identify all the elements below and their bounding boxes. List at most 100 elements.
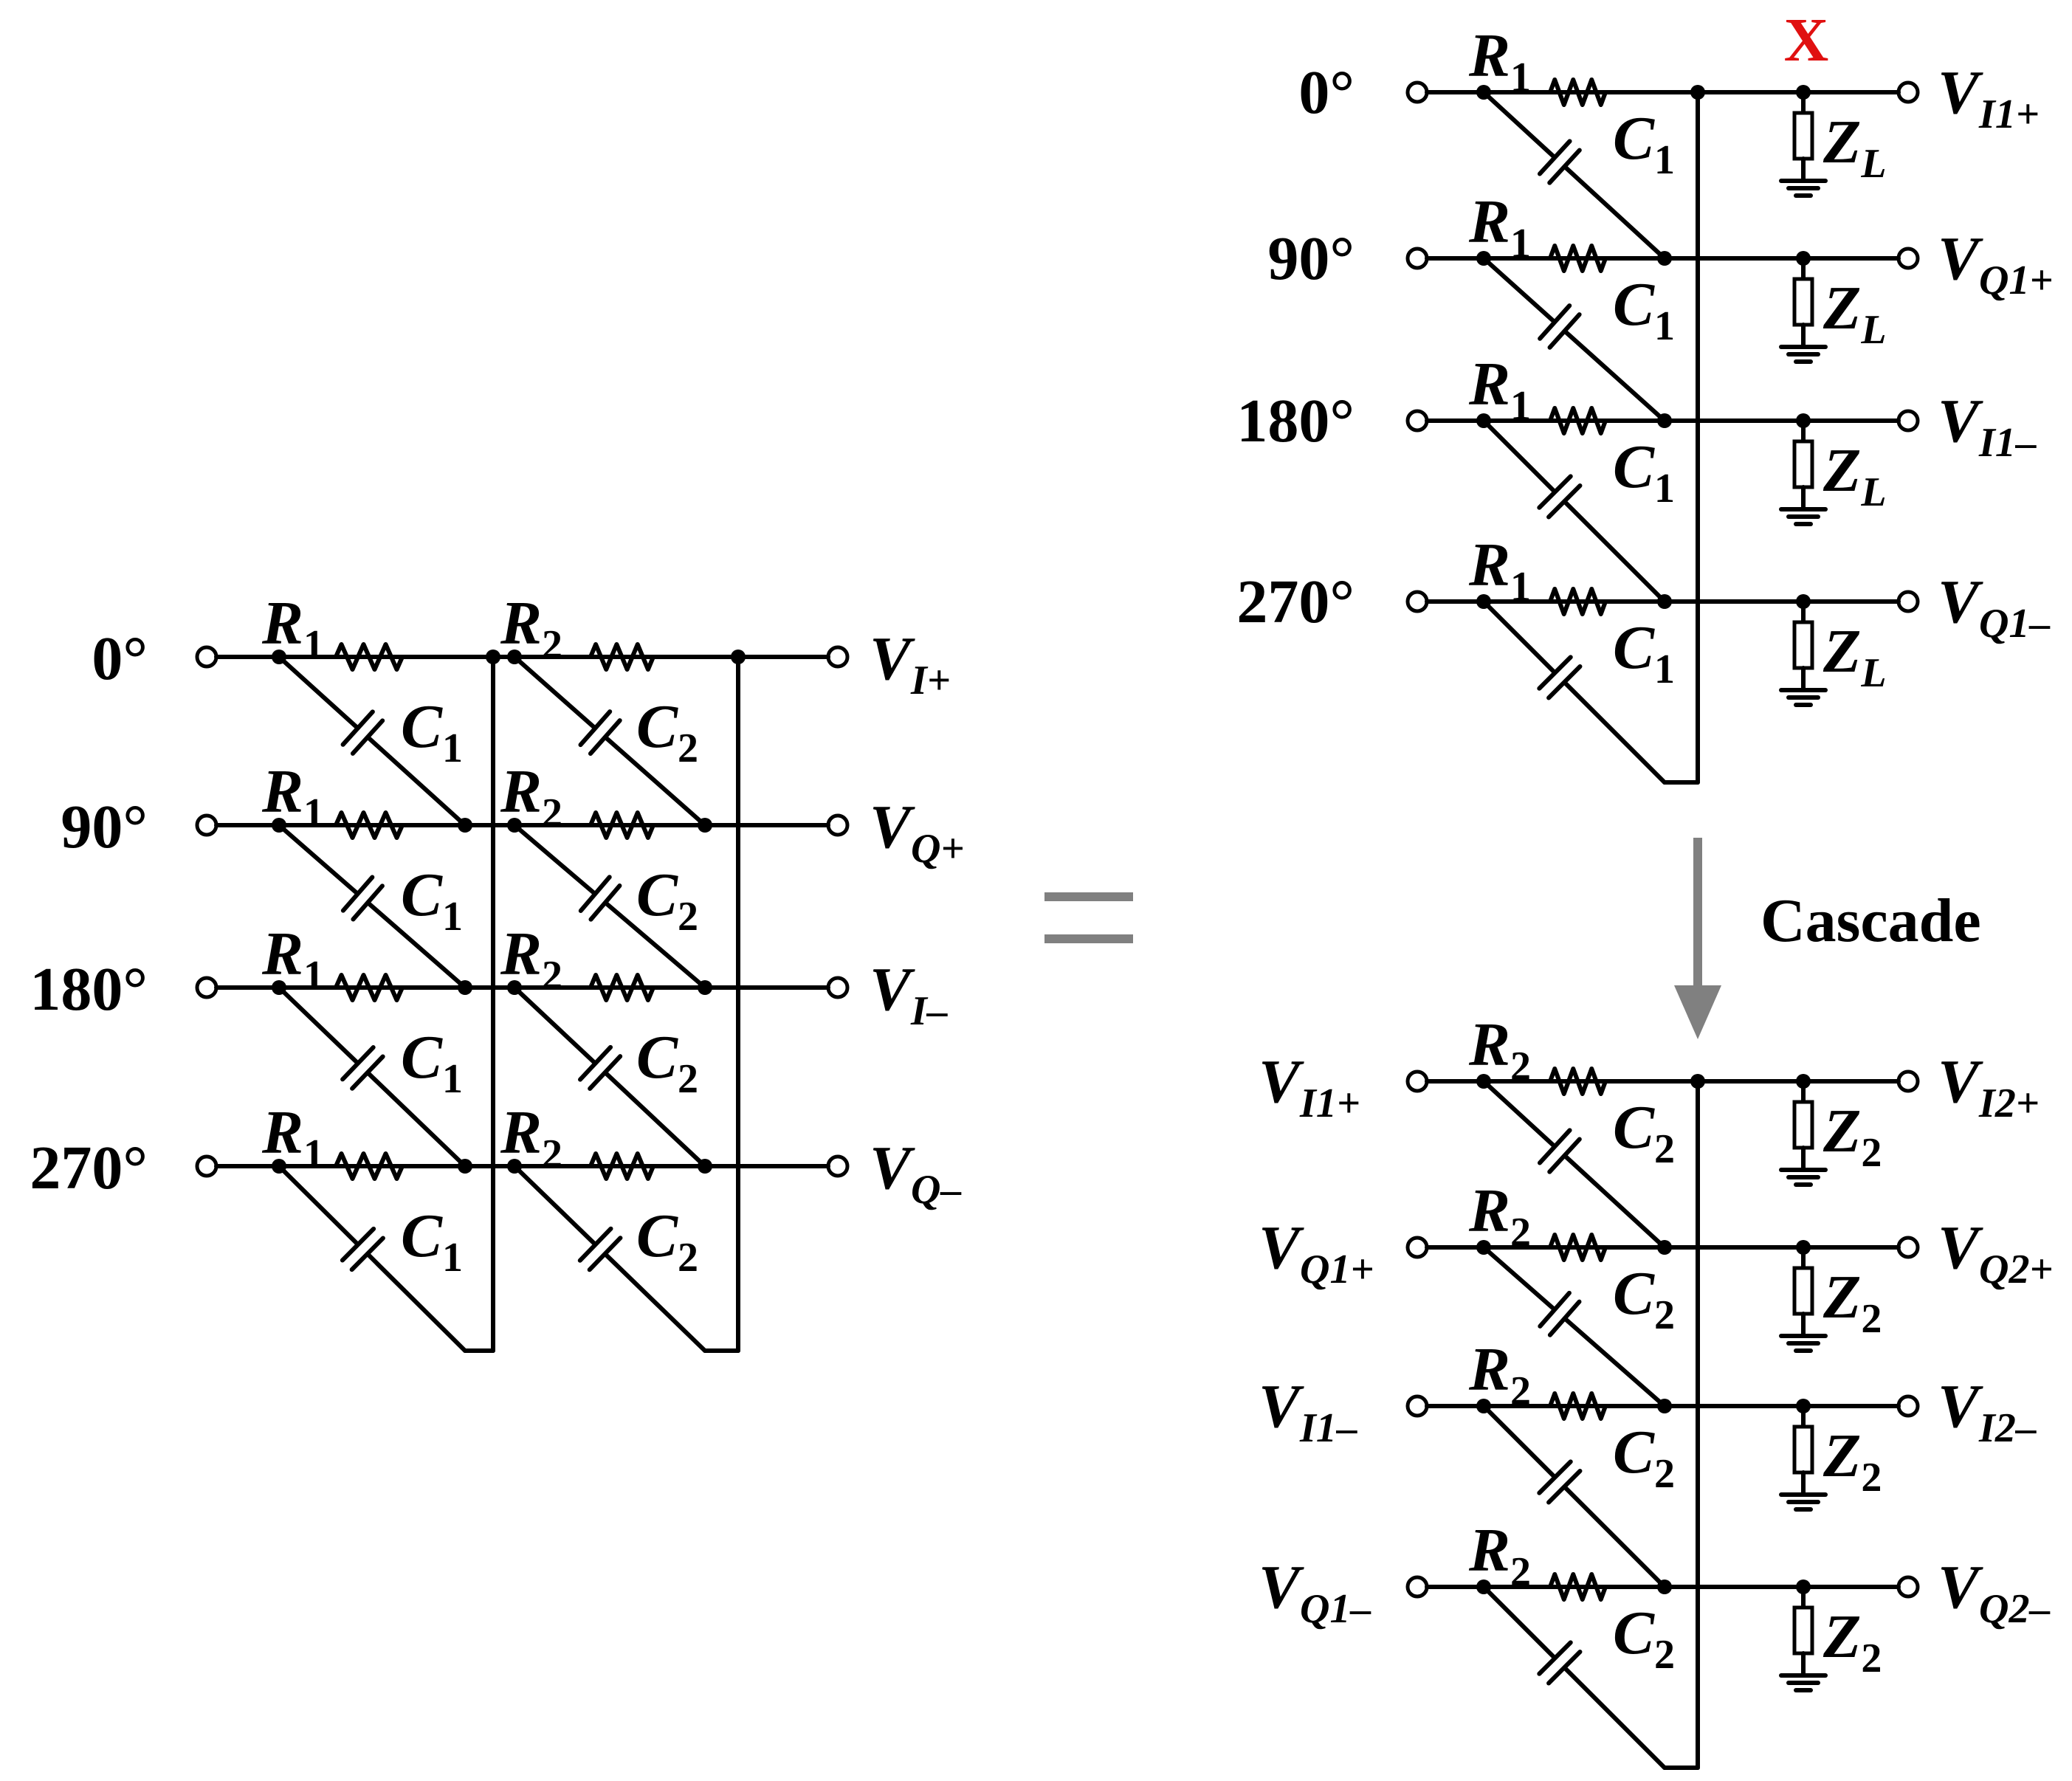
- capacitor-plate: [349, 1236, 385, 1272]
- capacitor-label-base: C: [636, 861, 678, 929]
- output-label-0: VI+: [870, 624, 951, 703]
- capacitor-plate: [1546, 1469, 1583, 1505]
- capacitor-branch: [277, 1164, 360, 1247]
- capacitor-label-sub: 2: [678, 1235, 698, 1281]
- output-label-3-sub: Q1–: [1979, 601, 2050, 647]
- output-label-3: VQ2–: [1938, 1553, 2050, 1632]
- resistor-label-base: R: [500, 589, 542, 658]
- capacitor-plate: [340, 1226, 376, 1263]
- input-label-1: 90°: [1267, 224, 1355, 293]
- capacitor-plate: [1537, 474, 1573, 510]
- resistor-symbol: [1548, 77, 1608, 107]
- output-label-1-sub: Q1+: [1979, 258, 2053, 303]
- impedance-label: Z2: [1823, 1097, 1882, 1176]
- capacitor-label-sub: 1: [442, 1056, 463, 1102]
- resistor-label-base: R: [1468, 187, 1510, 256]
- capacitor-label-base: C: [636, 692, 678, 761]
- capacitor-label-base: C: [636, 1202, 678, 1270]
- output-label-1: VQ2+: [1938, 1213, 2053, 1292]
- capacitor-branch: [512, 985, 597, 1066]
- output-label-1-base: V: [1938, 224, 1983, 293]
- resistor-symbol: [588, 642, 655, 672]
- terminal: [1405, 80, 1429, 104]
- capacitor-branch: [1562, 1665, 1667, 1770]
- resistor-label-sub: 1: [303, 1131, 324, 1177]
- resistor-label-base: R: [261, 920, 303, 988]
- output-label-3-base: V: [870, 1134, 915, 1202]
- resistor-symbol: [588, 1151, 655, 1181]
- terminal: [1896, 80, 1920, 104]
- output-label-2-base: V: [1938, 1372, 1983, 1441]
- input-label-0-sub: I1+: [1299, 1081, 1360, 1126]
- capacitor-plate: [1547, 1299, 1582, 1337]
- output-label-1: VQ+: [870, 793, 964, 872]
- capacitor-label-sub: 2: [678, 726, 698, 771]
- capacitor-plate: [1537, 139, 1572, 176]
- capacitor-label-sub: 2: [1654, 1632, 1675, 1678]
- capacitor-branch: [1481, 1585, 1557, 1660]
- terminal: [1896, 1575, 1920, 1599]
- cross-marker: X: [1784, 6, 1829, 75]
- impedance-label-sub: L: [1860, 650, 1886, 696]
- capacitor-branch: [1481, 90, 1557, 159]
- junction-dot: [731, 650, 746, 664]
- capacitor-label: C2: [1613, 1259, 1675, 1338]
- resistor-label-sub: 2: [1510, 1210, 1531, 1255]
- output-label-1-base: V: [1938, 1213, 1983, 1282]
- capacitor-label-sub: 1: [1654, 466, 1675, 511]
- terminal: [195, 813, 218, 837]
- resistor-symbol: [334, 810, 405, 840]
- capacitor-branch: [603, 900, 707, 990]
- capacitor-branch: [365, 1070, 467, 1168]
- capacitor-plate: [350, 1054, 385, 1091]
- capacitor-plate: [1537, 1459, 1573, 1495]
- capacitor-plate: [588, 1054, 623, 1091]
- capacitor-plate: [588, 883, 622, 922]
- resistor-label-base: R: [1468, 531, 1510, 599]
- resistor-label-sub: 1: [1510, 55, 1531, 100]
- output-label-2-sub: I1–: [1978, 420, 2037, 466]
- capacitor-plate: [578, 709, 613, 748]
- input-label-3: 270°: [1236, 568, 1355, 636]
- resistor-symbol: [1548, 1067, 1608, 1096]
- capacitor-branch: [1563, 1154, 1667, 1250]
- resistor-label: R1: [261, 589, 324, 668]
- capacitor-label-sub: 1: [442, 894, 463, 940]
- capacitor-label-sub: 1: [1654, 137, 1675, 183]
- terminal: [1896, 409, 1920, 433]
- capacitor-label-sub: 2: [1654, 1451, 1675, 1497]
- output-label-3-base: V: [1938, 568, 1983, 636]
- capacitor-plate: [1546, 1650, 1583, 1686]
- capacitor-label-sub: 1: [442, 1235, 463, 1281]
- capacitor-plate: [1537, 1640, 1573, 1676]
- resistor-label: R2: [1468, 1177, 1531, 1255]
- capacitor-label: C2: [636, 692, 698, 771]
- capacitor-plate: [340, 709, 375, 747]
- capacitor-plate: [1538, 303, 1572, 341]
- capacitor-plate: [1546, 664, 1583, 700]
- impedance-symbol: [1792, 111, 1814, 161]
- resistor-label: R1: [1468, 350, 1531, 429]
- output-label-2-base: V: [870, 955, 915, 1024]
- impedance-label-sub: L: [1860, 307, 1886, 353]
- resistor-symbol: [334, 642, 405, 672]
- resistor-symbol: [1548, 587, 1608, 616]
- capacitor-plate: [1547, 1137, 1582, 1174]
- resistor-label-base: R: [1468, 21, 1510, 90]
- capacitor-branch: [603, 1252, 707, 1353]
- capacitor-branch: [512, 655, 597, 730]
- impedance-label-base: Z: [1823, 617, 1861, 686]
- resistor-label-sub: 2: [1510, 1368, 1531, 1414]
- input-label-1-base: V: [1259, 1213, 1304, 1282]
- capacitor-label: C2: [1613, 1599, 1675, 1678]
- terminal: [1405, 1236, 1429, 1259]
- capacitor-plate: [1547, 312, 1582, 350]
- output-label-1-sub: Q2+: [1979, 1247, 2053, 1292]
- capacitor-branch: [1481, 599, 1557, 675]
- impedance-label-sub: 2: [1861, 1296, 1882, 1342]
- capacitor-label: C1: [401, 1202, 463, 1281]
- capacitor-branch: [365, 1252, 467, 1353]
- junction-dot: [486, 650, 500, 664]
- capacitor-plate: [577, 1226, 613, 1263]
